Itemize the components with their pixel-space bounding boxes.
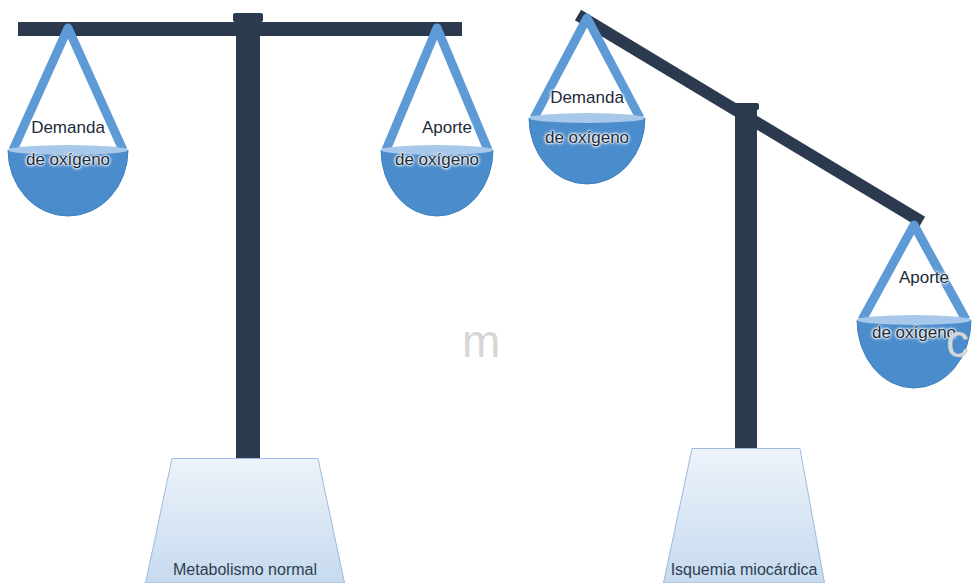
scale-pan: Aporte de oxígeno <box>851 221 977 396</box>
scale-pole <box>236 18 260 463</box>
base-trapezoid <box>146 459 345 583</box>
scale-beam <box>18 22 462 36</box>
base-label: Isquemia miocárdica <box>663 561 825 579</box>
scale-pole <box>735 106 757 452</box>
scale-pan: Aporte de oxígeno <box>375 24 499 224</box>
pan-label: Demanda de oxígeno <box>22 112 114 176</box>
pan-label: Aporte de oxígeno <box>393 112 481 176</box>
pan-rim <box>529 113 645 123</box>
watermark: m <box>462 318 500 364</box>
pan-shape <box>851 221 977 396</box>
scale-base: Metabolismo normal <box>145 458 345 583</box>
pan-bowl <box>529 118 645 184</box>
scale-base: Isquemia miocárdica <box>663 448 825 583</box>
pole-cap <box>233 13 263 22</box>
scale-pan: Demanda de oxígeno <box>523 14 651 192</box>
base-label: Metabolismo normal <box>145 561 345 579</box>
watermark: c <box>946 318 969 364</box>
scale-pan: Demanda de oxígeno <box>2 24 134 224</box>
pan-label: Aporte de oxígeno <box>870 250 958 360</box>
pan-label: Demanda de oxígeno <box>541 78 633 158</box>
base-trapezoid <box>664 449 825 583</box>
